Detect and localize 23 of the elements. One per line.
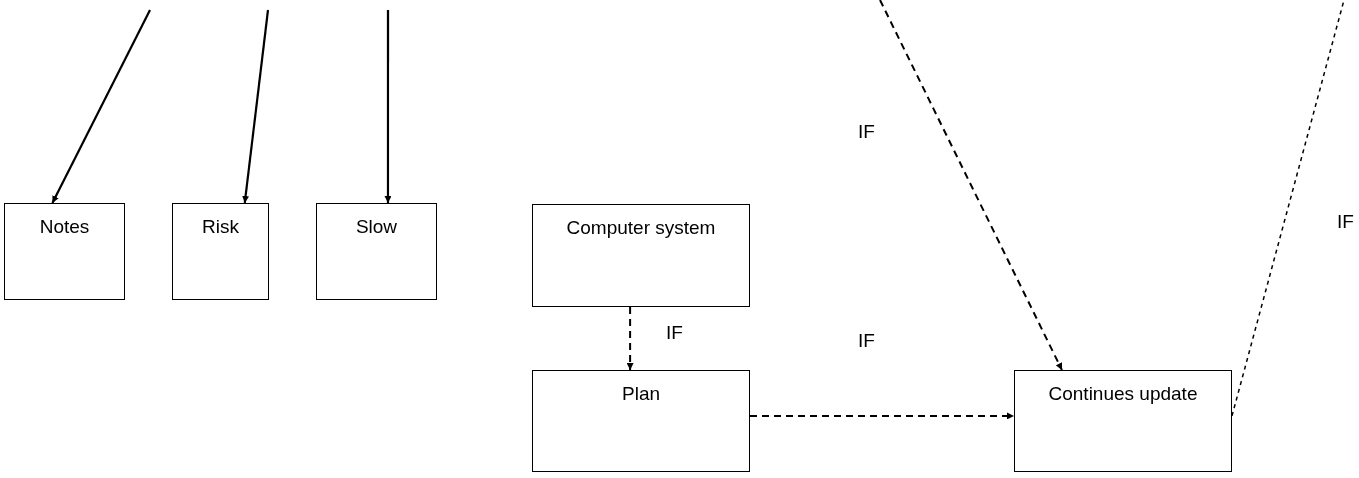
- box-label: Plan: [621, 382, 661, 406]
- arrow: [242, 9, 270, 204]
- process-box: [532, 204, 750, 307]
- connector-line: [1231, 0, 1345, 417]
- arrow: [749, 412, 1015, 420]
- box-label: Notes: [38, 215, 91, 239]
- process-box: [316, 203, 437, 300]
- process-box: [1014, 370, 1232, 472]
- edge-label: IF: [666, 322, 683, 344]
- edge-label: IF: [858, 330, 875, 352]
- arrow: [626, 306, 634, 371]
- box-label: Continues update: [1047, 382, 1199, 406]
- edge-label: IF: [858, 121, 875, 143]
- process-box: [4, 203, 125, 300]
- arrow: [384, 10, 392, 203]
- arrow: [879, 0, 1063, 371]
- box-label: Slow: [354, 215, 399, 239]
- box-label: Computer system: [565, 216, 717, 240]
- edge-label: IF: [1337, 211, 1354, 233]
- process-box: [532, 370, 750, 472]
- process-box: [172, 203, 269, 300]
- box-label: Risk: [201, 215, 240, 239]
- arrow: [51, 9, 151, 204]
